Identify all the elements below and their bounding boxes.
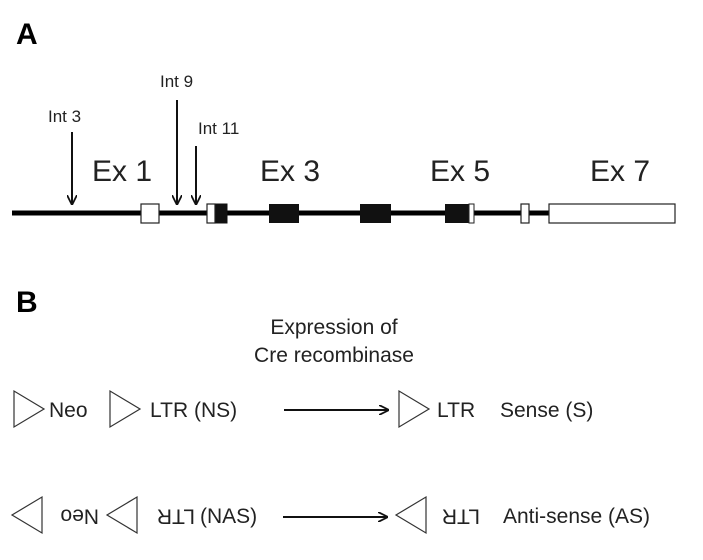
loxp-right-triangle-3 bbox=[398, 389, 431, 429]
panel-b-label: B bbox=[16, 286, 38, 319]
exon-3-label: Ex 3 bbox=[260, 155, 320, 188]
insertion-int11-label: Int 11 bbox=[198, 119, 239, 138]
sense-ltr-label: LTR bbox=[437, 399, 475, 422]
exon-box-2 bbox=[206, 203, 228, 224]
antisense-nas-label: (NAS) bbox=[200, 505, 257, 528]
insertion-int9: Int 9 bbox=[160, 72, 193, 204]
sense-ltr-ns-label: LTR (NS) bbox=[150, 399, 237, 422]
insertion-int11: Int 11 bbox=[196, 119, 239, 204]
sense-neo-label: Neo bbox=[49, 399, 88, 422]
insertion-int3: Int 3 bbox=[48, 107, 81, 204]
exon-7-label: Ex 7 bbox=[590, 155, 650, 188]
exon-box-1 bbox=[140, 203, 160, 224]
exon-1-label: Ex 1 bbox=[92, 155, 152, 188]
antisense-neo-label: Neo bbox=[60, 504, 99, 527]
sense-result-label: Sense (S) bbox=[500, 399, 593, 422]
antisense-result-label: Anti-sense (AS) bbox=[503, 505, 650, 528]
loxp-left-triangle-3 bbox=[394, 495, 427, 535]
antisense-ltr-result-label: LTR bbox=[442, 504, 480, 527]
insertion-int3-label: Int 3 bbox=[48, 107, 81, 126]
antisense-row: Neo LTR (NAS) LTR Anti-sense (AS) bbox=[10, 495, 650, 535]
loxp-left-triangle-1 bbox=[10, 495, 43, 535]
exon-box-7 bbox=[548, 203, 676, 224]
exon-box-6 bbox=[520, 203, 530, 224]
loxp-right-triangle-2 bbox=[109, 389, 142, 429]
antisense-ltr-label: LTR bbox=[157, 504, 195, 527]
exon-box-3 bbox=[269, 204, 299, 223]
panel-a-label: A bbox=[16, 18, 38, 51]
exon-box-5 bbox=[445, 203, 475, 224]
exon-5-label: Ex 5 bbox=[430, 155, 490, 188]
caption-line-1: Expression of bbox=[270, 316, 397, 339]
loxp-right-triangle-1 bbox=[13, 389, 46, 429]
exon-box-4 bbox=[360, 204, 391, 223]
caption-line-2: Cre recombinase bbox=[254, 344, 414, 367]
insertion-int9-label: Int 9 bbox=[160, 72, 193, 91]
sense-row: Neo LTR (NS) LTR Sense (S) bbox=[13, 389, 593, 429]
loxp-left-triangle-2 bbox=[105, 495, 138, 535]
